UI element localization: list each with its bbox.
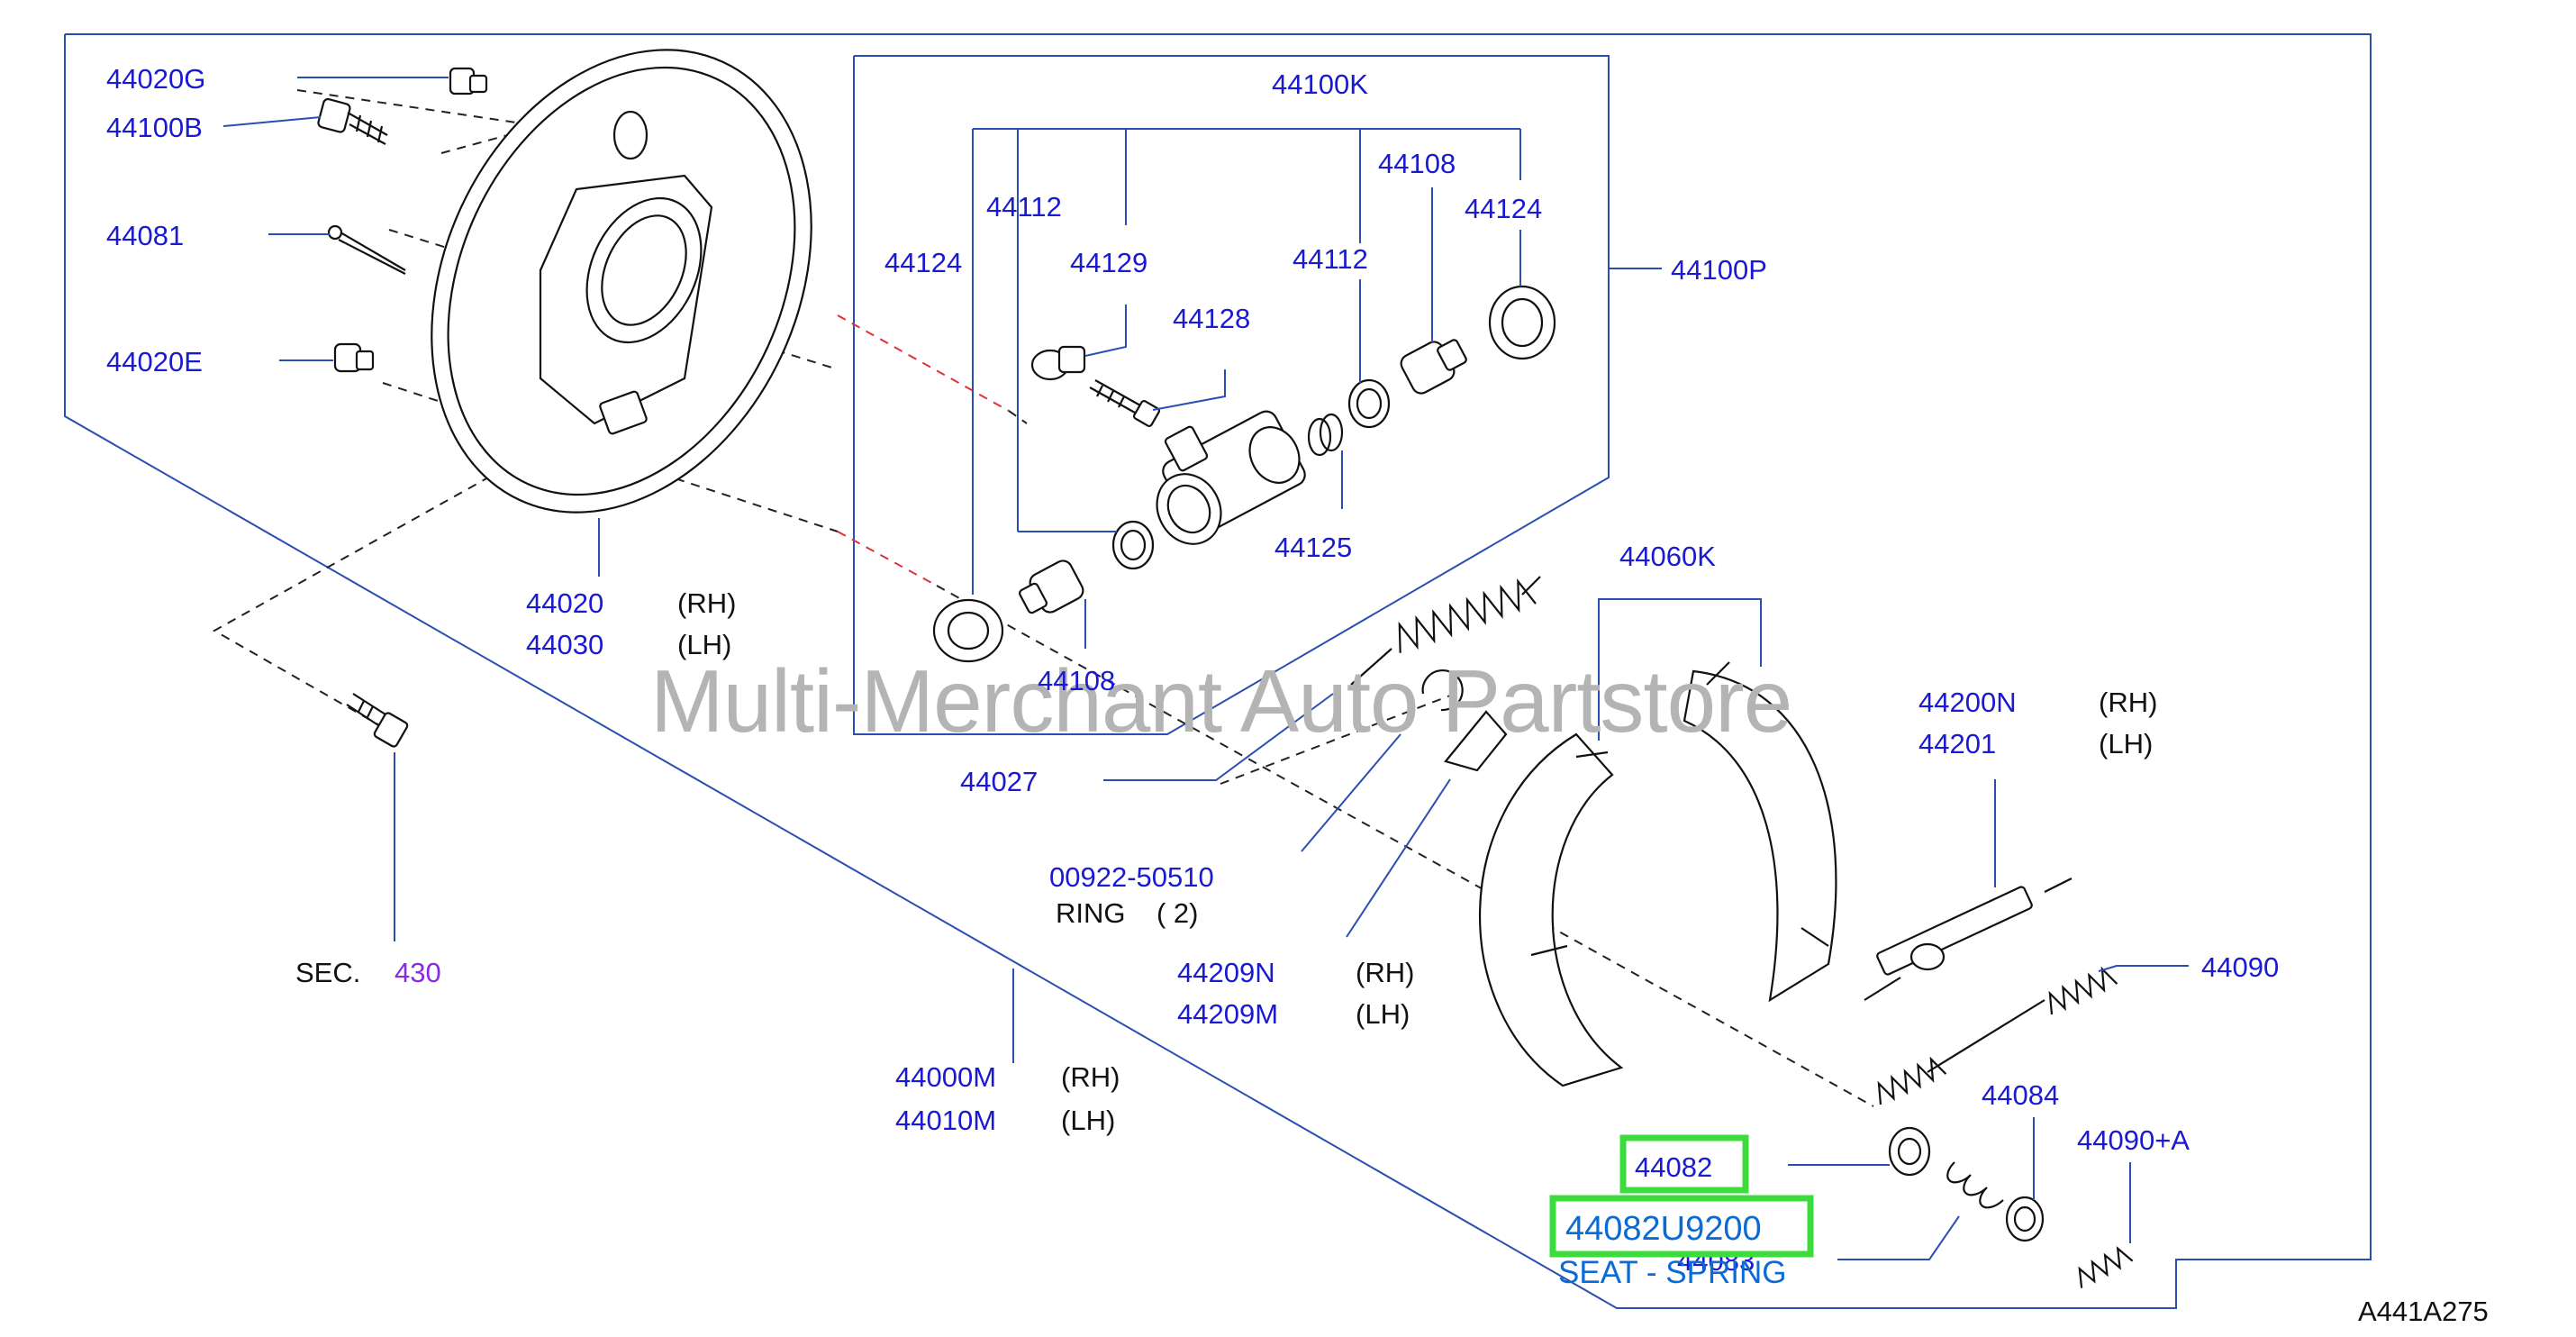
label-44201[interactable]: 44201 bbox=[1918, 728, 1996, 759]
label-44060K[interactable]: 44060K bbox=[1619, 541, 1716, 572]
label-44020[interactable]: 44020 bbox=[526, 587, 603, 619]
label-44209M[interactable]: 44209M bbox=[1177, 998, 1278, 1030]
dust-boot-44124-left bbox=[932, 598, 1004, 663]
label-44124-a[interactable]: 44124 bbox=[884, 247, 962, 278]
label-44020G[interactable]: 44020G bbox=[106, 63, 205, 95]
bolt-44100B bbox=[317, 97, 388, 145]
backing-plate bbox=[431, 49, 812, 514]
bolt-44020E bbox=[333, 342, 375, 373]
label-44000M[interactable]: 44000M bbox=[895, 1061, 996, 1093]
label-44108-b[interactable]: 44108 bbox=[1038, 665, 1115, 696]
label-44010M[interactable]: 44010M bbox=[895, 1105, 996, 1136]
side-rh-44200N: (RH) bbox=[2099, 687, 2157, 718]
brake-shoe-right bbox=[1683, 661, 1837, 1003]
label-44020E[interactable]: 44020E bbox=[106, 346, 203, 377]
retainer-ring-00922-50510 bbox=[1421, 668, 1464, 712]
spring-44090A bbox=[2078, 1246, 2134, 1288]
label-44100B[interactable]: 44100B bbox=[106, 112, 203, 143]
part-labels: 44020G 44100B 44081 44020E 44100K 44112 … bbox=[106, 63, 2279, 1277]
spring-44083 bbox=[1946, 1161, 2004, 1209]
section-ref-430[interactable]: 430 bbox=[395, 957, 441, 988]
piston-44108-right bbox=[1400, 339, 1467, 395]
cotter-pin-44081 bbox=[327, 224, 406, 275]
side-lh-44209M: (LH) bbox=[1356, 998, 1410, 1030]
seat-spring-44082 bbox=[1888, 1126, 1931, 1177]
label-44112-b[interactable]: 44112 bbox=[1293, 243, 1368, 275]
piston-44108-left bbox=[1019, 559, 1084, 614]
ring-description: RING bbox=[1056, 897, 1126, 929]
side-lh-44010M: (LH) bbox=[1061, 1105, 1115, 1136]
label-44200N[interactable]: 44200N bbox=[1918, 687, 2017, 718]
label-44082[interactable]: 44082 bbox=[1635, 1151, 1712, 1183]
return-spring-44027 bbox=[1350, 576, 1541, 686]
leader-lines bbox=[222, 77, 2189, 1260]
assembly-frame bbox=[64, 33, 2372, 1309]
ring-quantity: ( 2) bbox=[1156, 897, 1199, 929]
label-44027[interactable]: 44027 bbox=[960, 766, 1038, 797]
piston-cup-44112-right bbox=[1347, 378, 1391, 429]
wheel-cylinder-body bbox=[1156, 410, 1306, 545]
label-44081[interactable]: 44081 bbox=[106, 220, 184, 251]
lever-44209N bbox=[1444, 710, 1508, 772]
adjuster-44200N bbox=[1864, 878, 2073, 1001]
label-44128[interactable]: 44128 bbox=[1173, 303, 1250, 334]
bleeder-screw-44128 bbox=[1089, 379, 1161, 428]
label-44083[interactable]: 44083 bbox=[1677, 1245, 1755, 1277]
highlighted-part-number[interactable]: 44082U9200 bbox=[1565, 1210, 1762, 1248]
label-44125[interactable]: 44125 bbox=[1274, 532, 1352, 563]
highlight-box-part-number bbox=[1549, 1195, 1814, 1258]
label-44209N[interactable]: 44209N bbox=[1177, 957, 1275, 988]
spring-44125 bbox=[1307, 413, 1344, 457]
label-44129[interactable]: 44129 bbox=[1070, 247, 1147, 278]
bleeder-cap-44129 bbox=[1030, 345, 1086, 381]
bolt-sec-430 bbox=[346, 693, 409, 748]
label-44112-a[interactable]: 44112 bbox=[986, 191, 1062, 223]
side-lh-44201: (LH) bbox=[2099, 728, 2153, 759]
side-rh-44000M: (RH) bbox=[1061, 1061, 1120, 1093]
bolt-44020G bbox=[449, 67, 488, 96]
section-label: SEC. bbox=[295, 957, 360, 988]
label-44100K[interactable]: 44100K bbox=[1272, 68, 1368, 100]
spring-44090 bbox=[1877, 966, 2118, 1105]
label-44030[interactable]: 44030 bbox=[526, 629, 603, 660]
label-44100P[interactable]: 44100P bbox=[1671, 254, 1767, 286]
label-44090A[interactable]: 44090+A bbox=[2077, 1124, 2190, 1156]
piston-cup-44112-left bbox=[1111, 520, 1155, 570]
highlighted-part-description: SEAT - SPRING bbox=[1558, 1255, 1786, 1290]
diagram-code: A441A275 bbox=[2358, 1296, 2489, 1327]
side-rh-44020: (RH) bbox=[677, 587, 736, 619]
label-44090[interactable]: 44090 bbox=[2201, 951, 2279, 983]
label-00922-50510[interactable]: 00922-50510 bbox=[1049, 861, 1214, 893]
side-rh-44209N: (RH) bbox=[1356, 957, 1414, 988]
watermark: Multi-Merchant Auto Partstore bbox=[650, 651, 1791, 750]
highlight-box-44082 bbox=[1619, 1134, 1749, 1194]
label-44084[interactable]: 44084 bbox=[1982, 1079, 2059, 1111]
dust-boot-44124-right bbox=[1488, 285, 1556, 360]
side-lh-44030: (LH) bbox=[677, 629, 731, 660]
brake-shoe-left bbox=[1479, 732, 1624, 1087]
label-44124-b[interactable]: 44124 bbox=[1465, 193, 1542, 224]
wheel-cylinder-frame bbox=[853, 55, 1610, 735]
cup-44084 bbox=[2005, 1196, 2045, 1242]
label-44108-a[interactable]: 44108 bbox=[1378, 148, 1456, 179]
